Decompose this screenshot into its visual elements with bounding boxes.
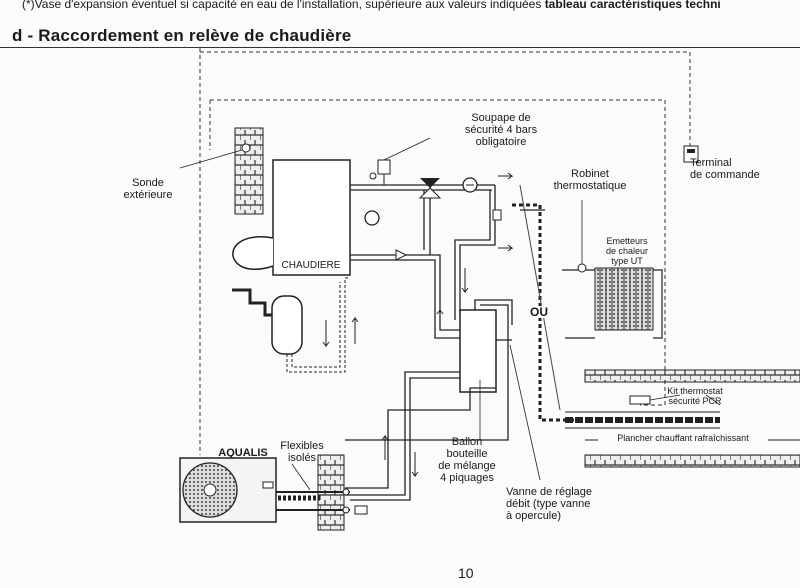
floor-heating-label: Plancher chauffant rafraîchissant xyxy=(598,433,768,443)
page-number: 10 xyxy=(458,565,474,581)
mixing-tank-label: Ballon bouteille de mélange 4 piquages xyxy=(438,436,496,484)
safety-valve-label: Soupape de sécurité 4 bars obligatoire xyxy=(464,112,538,148)
section-title: d - Raccordement en relève de chaudière xyxy=(12,26,352,45)
emitters-label: Emetteurs de chaleur type UT xyxy=(605,236,649,266)
pcr-kit-label: Kit thermostat sécurité PCR xyxy=(667,386,723,406)
check-valve xyxy=(395,249,408,261)
title-divider xyxy=(0,47,800,48)
footnote-bold: tableau caractéristiques techni xyxy=(544,0,721,11)
boiler xyxy=(272,159,351,276)
safety-valve xyxy=(377,159,391,175)
isolation-valve xyxy=(342,488,350,496)
aqualis-label: AQUALIS xyxy=(218,447,268,459)
mixing-tank xyxy=(459,309,497,393)
terminal-label: Terminal de commande xyxy=(690,157,760,181)
outdoor-sensor xyxy=(241,143,251,153)
radiator xyxy=(594,267,654,331)
flexible-hoses-label: Flexibles isolés xyxy=(280,440,324,464)
outdoor-sensor-label: Sonde extérieure xyxy=(123,177,173,201)
floor-heating-slab xyxy=(565,369,800,468)
heat-pump-unit xyxy=(179,457,277,523)
flow-arrows xyxy=(322,172,514,478)
flow-valve-label: Vanne de réglage débit (type vanne à ope… xyxy=(506,486,593,522)
expansion-vessel xyxy=(271,295,303,355)
footnote-regular: (*)Vase d'expansion éventuel si capacité… xyxy=(22,0,545,11)
boiler-flue xyxy=(232,236,274,270)
or-label: OU xyxy=(524,306,554,318)
three-way-valve xyxy=(420,178,440,188)
boiler-label: CHAUDIERE xyxy=(276,260,346,272)
outdoor-wall xyxy=(234,127,264,215)
control-wiring xyxy=(199,48,691,455)
interior-wall xyxy=(519,184,561,411)
thermostatic-valve xyxy=(577,263,587,273)
boiler-pump xyxy=(364,210,380,226)
thermostatic-valve-label: Robinet thermostatique xyxy=(553,168,627,192)
footnote-text: (*)Vase d'expansion éventuel si capacité… xyxy=(22,0,800,11)
